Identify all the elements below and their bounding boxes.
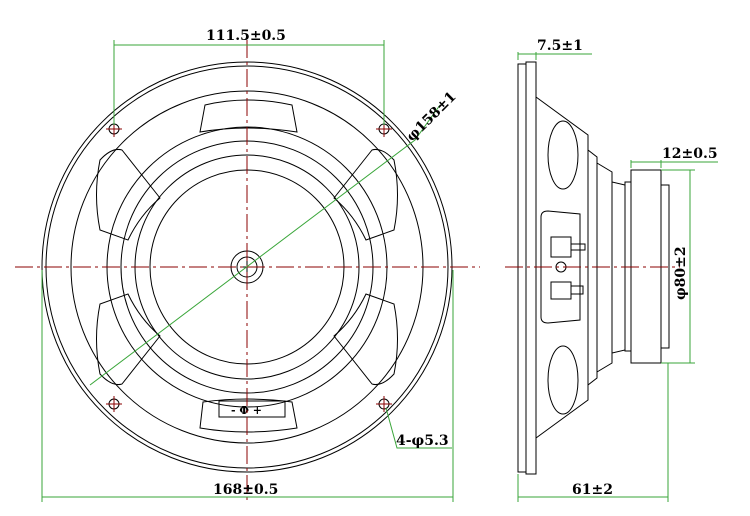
dim-diameter: φ158±1: [404, 89, 460, 145]
dim-flange-lines: [517, 52, 592, 60]
dim-depth-lines: [517, 363, 669, 502]
terminal-window: [199, 398, 298, 433]
side-view: 7.5±1 12±0.5 φ80±2 61±2: [505, 38, 718, 502]
frame-window-upper-left: [96, 149, 161, 241]
basket-window-top: [547, 120, 579, 190]
dim-magnet-diameter-lines: [661, 169, 695, 364]
dim-holes: 4-φ5.3: [396, 433, 449, 449]
dim-overall: 168±0.5: [213, 482, 278, 498]
terminal-plate: [540, 210, 581, 324]
dim-diameter-line: [89, 104, 441, 386]
basket-window-bottom: [547, 345, 579, 415]
terminal-negative: [550, 281, 572, 300]
frame-window-lower-right: [333, 293, 398, 385]
dim-hole-spacing-lines: [113, 40, 385, 125]
front-view: - Φ + 111.5±0.5 φ158±1 4-φ5.3 168±0.5: [15, 28, 480, 502]
flange: [525, 61, 537, 475]
frame-window-lower-left: [96, 293, 161, 385]
dim-magnet-diameter: φ80±2: [673, 246, 689, 300]
mount-holes: [106, 121, 392, 412]
dim-hole-spacing: 111.5±0.5: [206, 28, 286, 44]
frame-window-top: [199, 99, 298, 133]
dim-holes-leader: [385, 407, 452, 449]
hole-centerlines: [106, 121, 392, 412]
dim-depth: 61±2: [572, 482, 613, 498]
terminal-positive: [550, 236, 572, 258]
dim-magnet-thickness-lines: [630, 160, 718, 168]
terminal-block: [218, 400, 286, 418]
gasket: [517, 63, 527, 473]
frame-window-upper-right: [333, 149, 398, 241]
dim-magnet-thickness: 12±0.5: [662, 146, 718, 162]
terminal-tabs: [571, 243, 586, 295]
dim-flange: 7.5±1: [537, 38, 583, 54]
dim-overall-lines: [41, 270, 454, 502]
